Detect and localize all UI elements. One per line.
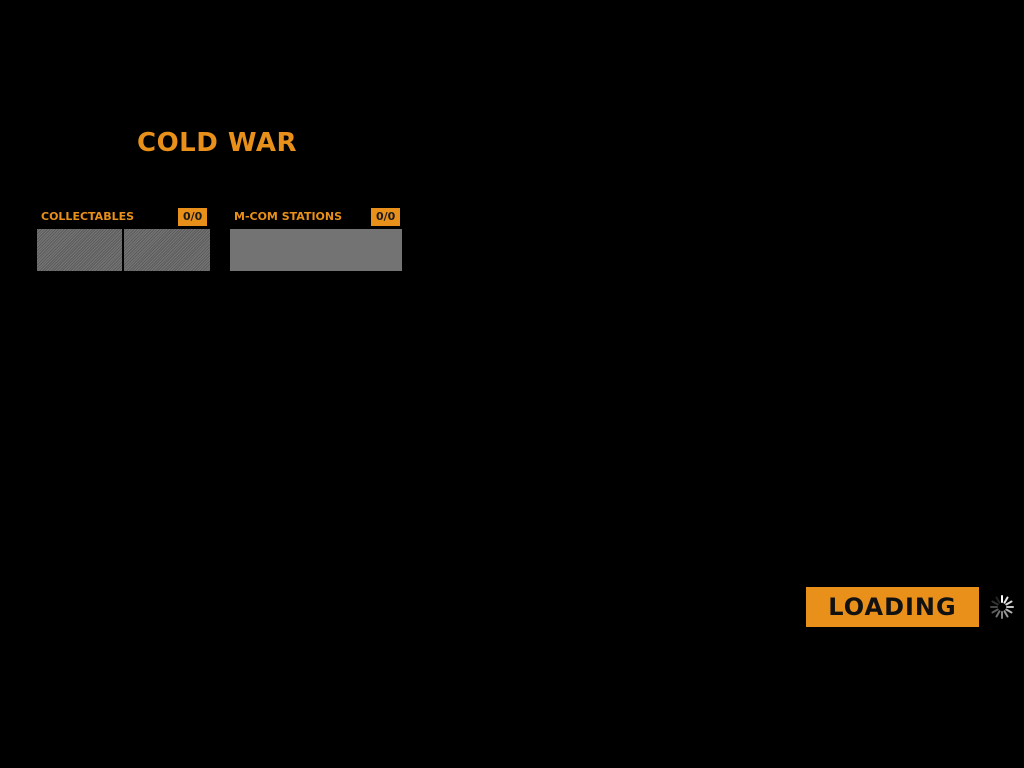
mcom-stations-header: M-COM STATIONS 0/0 [230,208,402,227]
collectables-label: COLLECTABLES [41,210,135,223]
collectables-count-badge: 0/0 [178,208,208,226]
mcom-station-slot [230,229,402,271]
loading-indicator: LOADING [806,587,979,627]
mission-title: COLD WAR [137,128,298,158]
collectables-slots [37,229,210,271]
mcom-stations-panel: M-COM STATIONS 0/0 [230,208,402,271]
mcom-stations-count-badge: 0/0 [371,208,401,226]
collectables-panel: COLLECTABLES 0/0 [37,208,210,271]
mcom-stations-slots [230,229,402,271]
collectable-slot [37,229,122,271]
loading-spinner-icon [990,595,1014,619]
loading-label: LOADING [828,593,957,621]
mcom-stations-label: M-COM STATIONS [234,210,343,223]
collectable-slot [124,229,210,271]
collectables-header: COLLECTABLES 0/0 [37,208,210,227]
